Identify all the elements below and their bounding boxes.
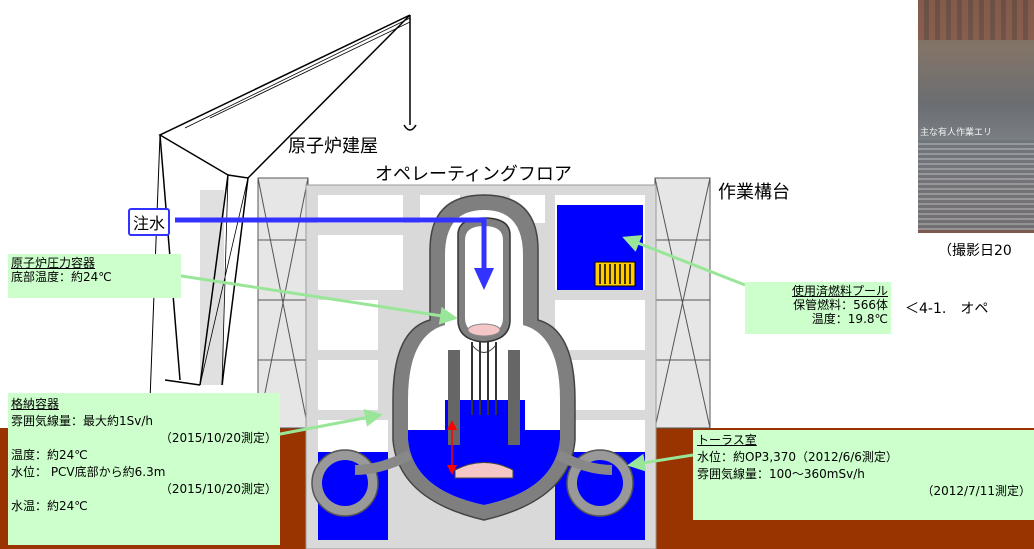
pcv-level-date: （2015/10/20測定）	[159, 482, 277, 496]
torus-dose-date: （2012/7/11測定）	[921, 484, 1031, 498]
pcv-dose-date: （2015/10/20測定）	[159, 431, 277, 445]
pcv-dose: 雰囲気線量：最大約1Sv/h	[11, 414, 154, 428]
rpv-bottom-temp: 底部温度：約24℃	[11, 270, 112, 284]
work-platform-tower	[654, 177, 711, 429]
rod-guide	[471, 344, 497, 353]
torus-water-level: 水位：約OP3,370（2012/6/6測定）	[697, 450, 898, 464]
left-scaffold-tower	[257, 177, 309, 429]
pcv-temp: 温度：約24℃	[11, 448, 88, 462]
photo-date-label: （撮影日20	[938, 243, 1012, 259]
building-rooms	[318, 195, 645, 410]
pcv-water-level: 水位： PCV底部から約6.3m	[11, 465, 166, 479]
pcv-water-temp: 水温：約24℃	[11, 499, 88, 513]
pool-title: 使用済燃料プール	[791, 284, 888, 298]
core-debris	[467, 323, 501, 337]
torus-dose: 雰囲気線量：100～360mSv/h	[697, 467, 865, 481]
water-level-arrow	[447, 420, 457, 475]
water-injection-arrow	[175, 217, 494, 290]
pcv-title: 格納容器	[11, 397, 60, 411]
rpv-title: 原子炉圧力容器	[11, 256, 96, 270]
photo-caption: 主な有人作業エリ	[920, 128, 993, 138]
operating-floor-label: オペレーティングフロア	[375, 164, 572, 185]
vent-pipe-right	[555, 450, 613, 475]
torus-room-left	[311, 420, 388, 540]
torus-callout: トーラス室 水位：約OP3,370（2012/6/6測定） 雰囲気線量：100～…	[693, 430, 1034, 520]
pedestal-right	[508, 350, 520, 445]
torus-title: トーラス室	[697, 433, 757, 447]
work-platform-label: 作業構台	[718, 182, 790, 203]
figure-caption: ＜4-1. オペ	[905, 301, 989, 317]
water-injection-label: 注水	[128, 208, 171, 236]
callout-leaders	[174, 235, 746, 472]
site-photo: 主な有人作業エリ	[918, 0, 1034, 233]
pool-stored-fuel: 保管燃料：566体	[793, 298, 888, 312]
pcv-callout: 格納容器 雰囲気線量：最大約1Sv/h （2015/10/20測定） 温度：約2…	[8, 393, 280, 545]
pool-callout: 使用済燃料プール 保管燃料：566体 温度：19.8℃	[745, 282, 891, 334]
fuel-rods	[599, 264, 631, 284]
pool-temp: 温度：19.8℃	[811, 312, 888, 326]
pedestal-left	[448, 350, 460, 445]
reactor-building-label: 原子炉建屋	[288, 136, 378, 157]
vent-pipe-left	[354, 450, 413, 475]
control-rod-drives	[471, 342, 497, 415]
pcv-bottom-debris	[454, 462, 514, 479]
rpv-callout: 原子炉圧力容器 底部温度：約24℃	[8, 254, 181, 298]
